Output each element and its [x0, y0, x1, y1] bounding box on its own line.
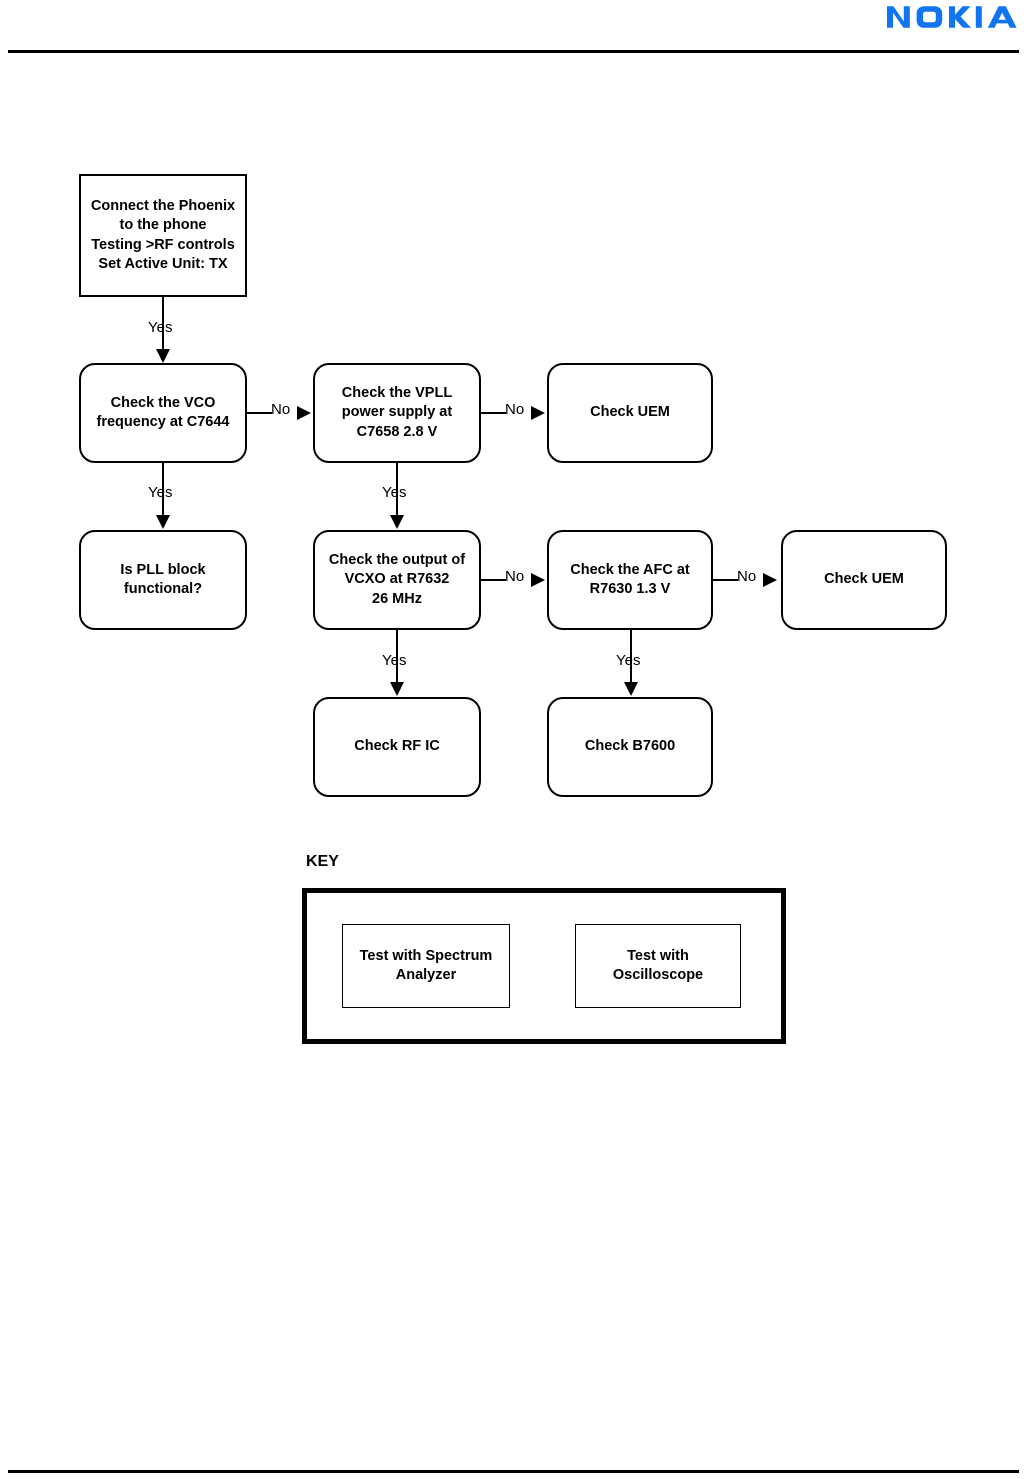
flow-node-start: Connect the Phoenix to the phone Testing… [79, 174, 247, 297]
flow-node-check-b7600: Check B7600 [547, 697, 713, 797]
arrowhead-vco-to-vpll [297, 406, 311, 420]
arrowhead-vcxo-to-afc [531, 573, 545, 587]
connector-vcxo-to-rfic [396, 630, 398, 688]
footer-divider [8, 1470, 1019, 1473]
arrowhead-vpll-to-uem [531, 406, 545, 420]
edge-label-yes-vcxo-to-rfic: Yes [382, 652, 407, 669]
connector-vpll-to-uem [481, 412, 506, 414]
header-divider [8, 50, 1019, 53]
connector-vco-to-vpll [247, 412, 272, 414]
flow-node-check-afc: Check the AFC at R7630 1.3 V [547, 530, 713, 630]
connector-vpll-to-vcxo [396, 463, 398, 521]
edge-label-no-vcxo-to-afc: No [505, 568, 525, 585]
key-item-spectrum-analyzer: Test with Spectrum Analyzer [342, 924, 510, 1008]
flow-node-check-vco: Check the VCO frequency at C7644 [79, 363, 247, 463]
arrowhead-vpll-to-vcxo [390, 515, 404, 529]
edge-label-yes-start-to-vco: Yes [148, 319, 173, 336]
arrowhead-vcxo-to-rfic [390, 682, 404, 696]
edge-label-yes-vpll-to-vcxo: Yes [382, 484, 407, 501]
connector-start-to-vco [162, 297, 164, 355]
arrowhead-afc-to-uem [763, 573, 777, 587]
flow-node-check-vpll: Check the VPLL power supply at C7658 2.8… [313, 363, 481, 463]
flow-node-check-uem-2: Check UEM [781, 530, 947, 630]
key-title: KEY [306, 853, 339, 870]
flow-node-check-rf-ic: Check RF IC [313, 697, 481, 797]
connector-afc-to-uem [713, 579, 738, 581]
connector-vco-to-pll-block [162, 463, 164, 521]
connector-afc-to-b7600 [630, 630, 632, 688]
flow-node-check-vcxo: Check the output of VCXO at R7632 26 MHz [313, 530, 481, 630]
flow-node-pll-block: Is PLL block functional? [79, 530, 247, 630]
arrowhead-start-to-vco [156, 349, 170, 363]
arrowhead-vco-to-pll-block [156, 515, 170, 529]
key-legend-box: Test with Spectrum Analyzer Test with Os… [302, 888, 786, 1044]
edge-label-yes-afc-to-b7600: Yes [616, 652, 641, 669]
edge-label-no-afc-to-uem: No [737, 568, 757, 585]
flow-node-check-uem-1: Check UEM [547, 363, 713, 463]
key-item-oscilloscope: Test with Oscilloscope [575, 924, 741, 1008]
connector-vcxo-to-afc [481, 579, 506, 581]
arrowhead-afc-to-b7600 [624, 682, 638, 696]
edge-label-yes-vco-to-pll: Yes [148, 484, 173, 501]
nokia-logo [887, 4, 1019, 30]
edge-label-no-vpll-to-uem: No [505, 401, 525, 418]
edge-label-no-vco-to-vpll: No [271, 401, 291, 418]
